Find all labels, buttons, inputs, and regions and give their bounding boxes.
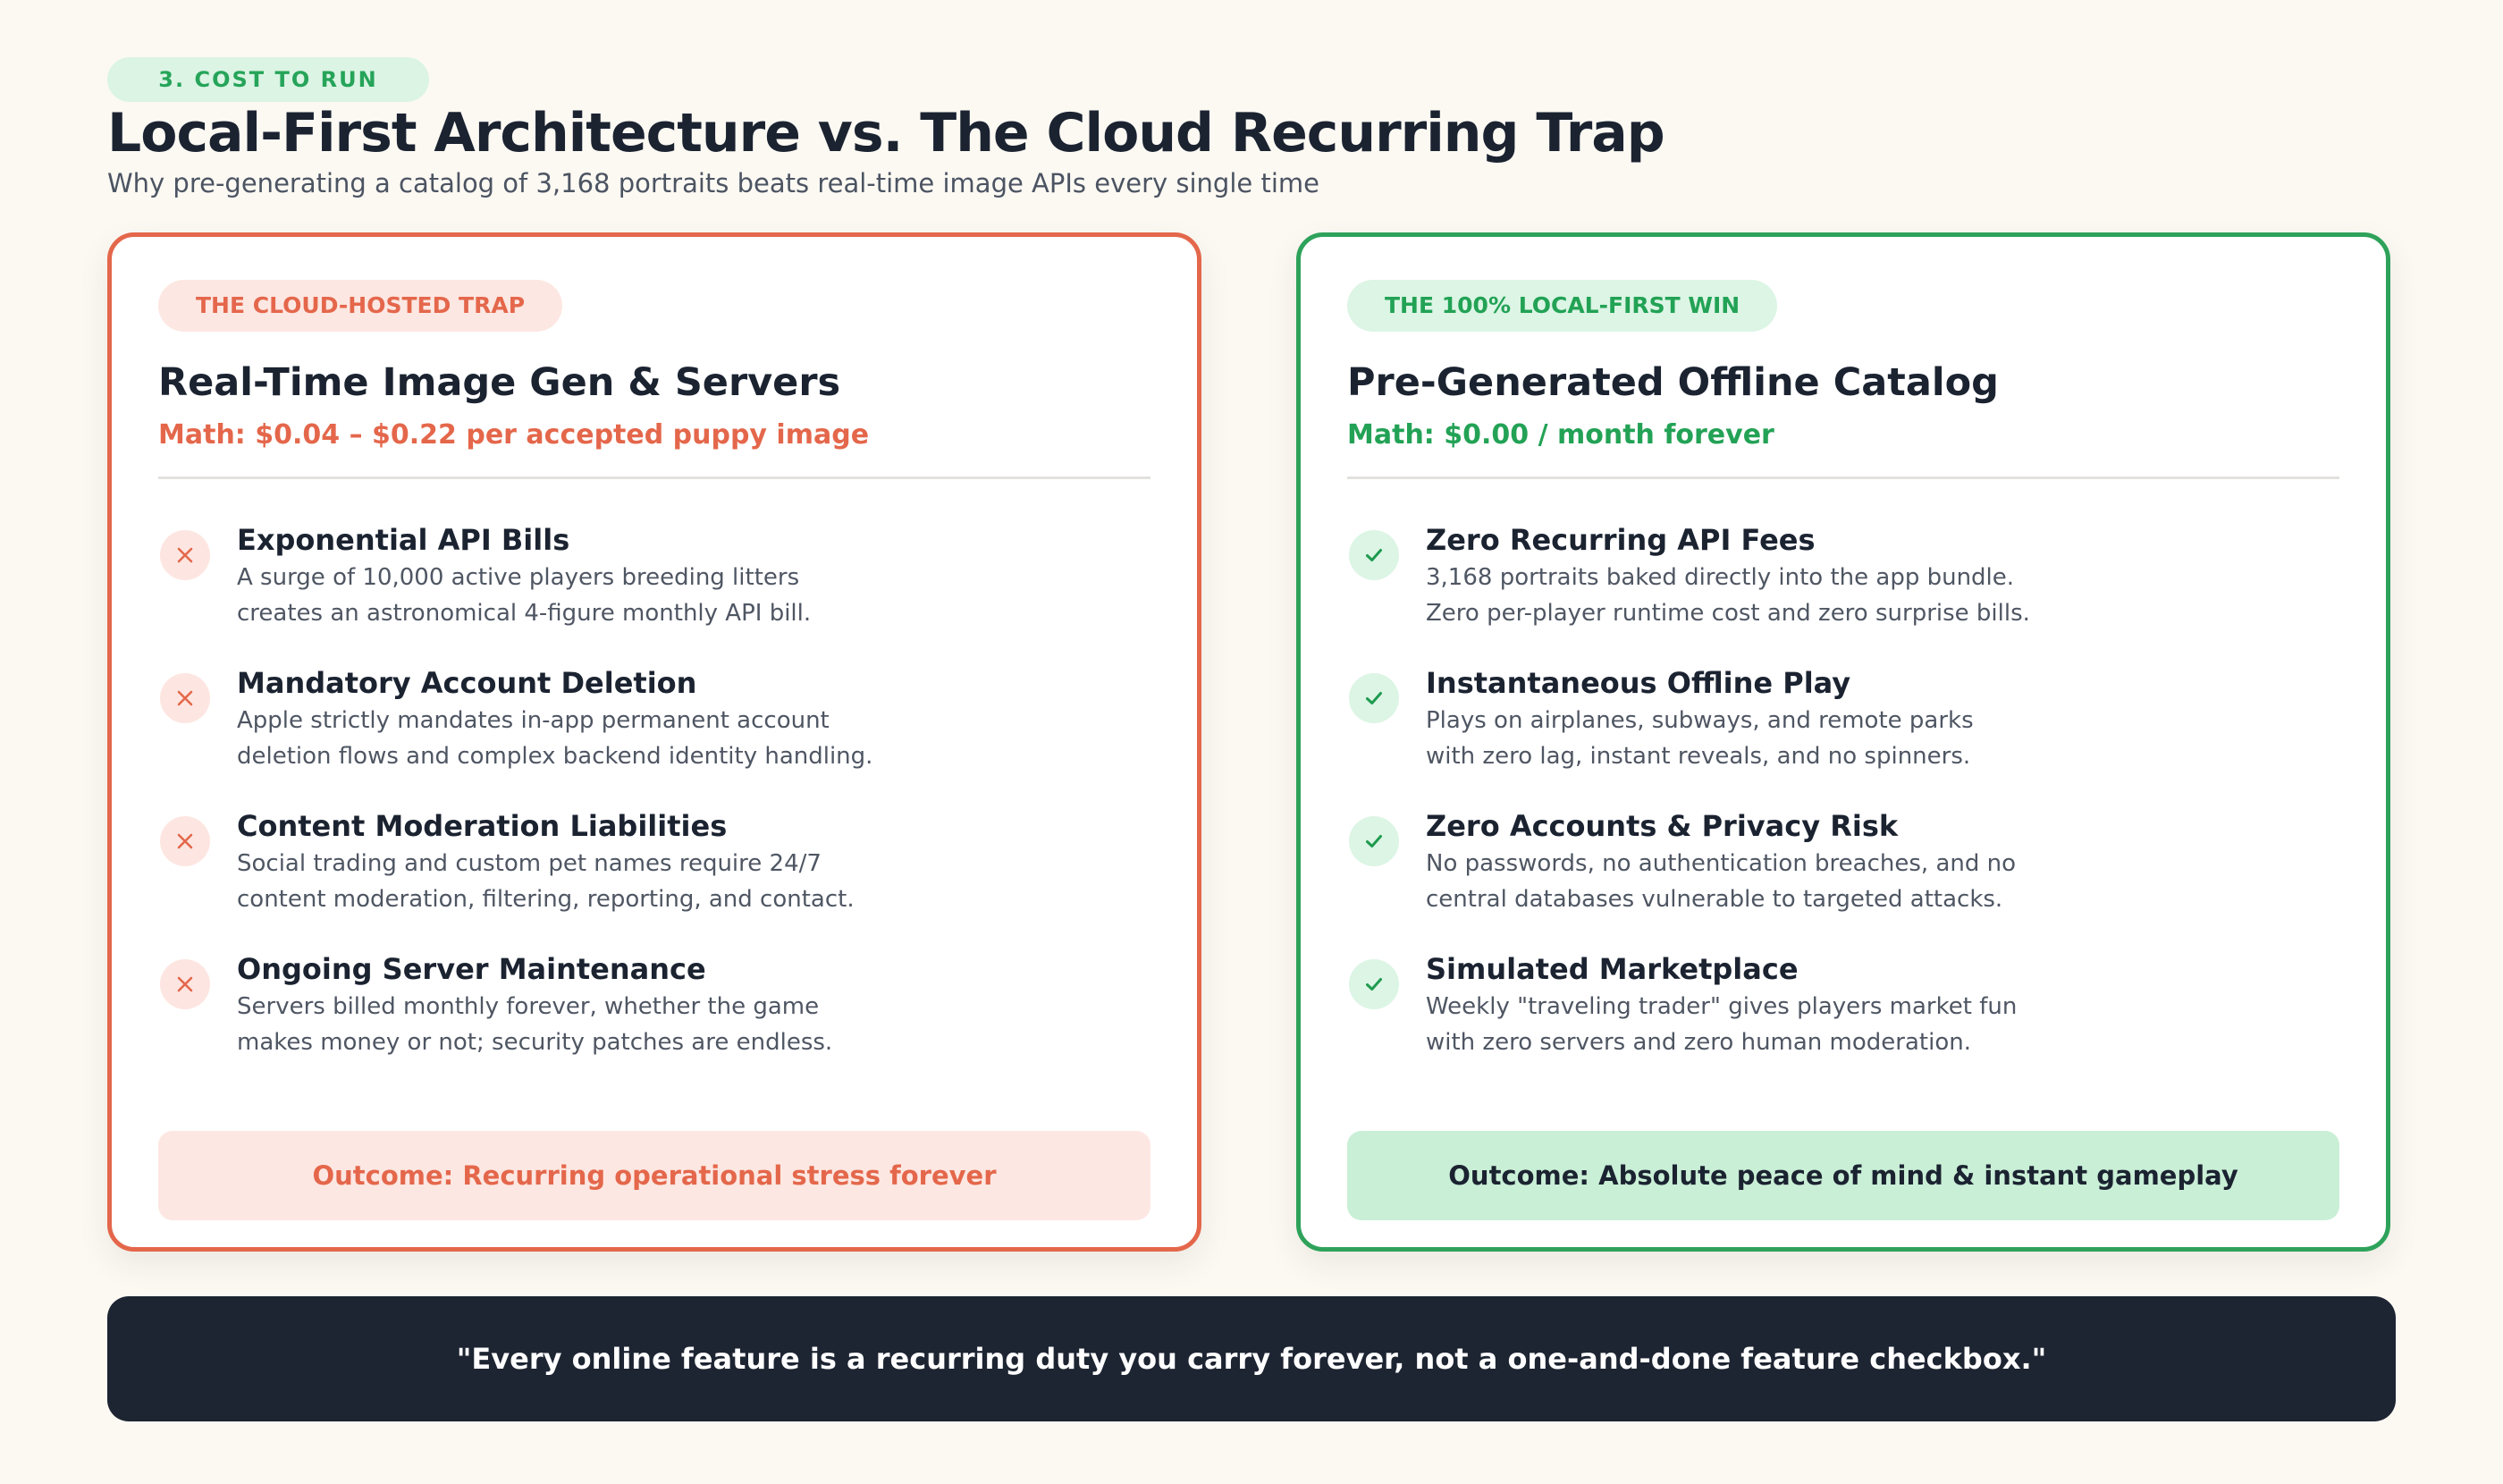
item-title: Mandatory Account Deletion: [237, 666, 697, 700]
item-description: Zero per-player runtime cost and zero su…: [1426, 600, 2030, 627]
item-description: content moderation, filtering, reporting…: [237, 886, 855, 913]
card-divider: [1347, 476, 2339, 479]
cloud-trap-math: Math: $0.04 – $0.22 per accepted puppy i…: [158, 419, 870, 451]
cloud-trap-heading: Real-Time Image Gen & Servers: [158, 360, 841, 405]
item-title: Exponential API Bills: [237, 523, 570, 557]
close-icon: [160, 530, 210, 580]
section-label-badge: 3. COST TO RUN: [107, 57, 429, 102]
check-icon: [1349, 673, 1399, 723]
check-icon: [1349, 816, 1399, 866]
local-first-heading: Pre-Generated Offline Catalog: [1347, 360, 1999, 405]
local-first-item: Zero Recurring API Fees 3,168 portraits …: [1347, 523, 2295, 657]
item-description: Plays on airplanes, subways, and remote …: [1426, 707, 1974, 734]
comparison-page: 3. COST TO RUN Local-First Architecture …: [107, 57, 2396, 1434]
close-icon: [160, 959, 210, 1009]
item-description: Servers billed monthly forever, whether …: [237, 993, 820, 1020]
check-icon: [1349, 959, 1399, 1009]
item-description: central databases vulnerable to targeted…: [1426, 886, 2003, 913]
cloud-trap-item: Exponential API Bills A surge of 10,000 …: [158, 523, 1106, 657]
item-description: with zero lag, instant reveals, and no s…: [1426, 743, 1971, 770]
item-title: Ongoing Server Maintenance: [237, 952, 706, 986]
page-subtitle: Why pre-generating a catalog of 3,168 po…: [107, 168, 1319, 198]
cloud-trap-tag: THE CLOUD-HOSTED TRAP: [158, 280, 563, 332]
item-description: No passwords, no authentication breaches…: [1426, 850, 2017, 877]
local-first-math: Math: $0.00 / month forever: [1347, 419, 1774, 451]
local-first-card: THE 100% LOCAL-FIRST WIN Pre-Generated O…: [1296, 232, 2390, 1252]
local-first-item: Instantaneous Offline Play Plays on airp…: [1347, 666, 2295, 800]
item-title: Zero Accounts & Privacy Risk: [1426, 809, 1899, 843]
cloud-trap-item: Content Moderation Liabilities Social tr…: [158, 809, 1106, 943]
quote-banner: "Every online feature is a recurring dut…: [107, 1296, 2396, 1421]
check-icon: [1349, 530, 1399, 580]
close-icon: [160, 816, 210, 866]
cloud-trap-item: Ongoing Server Maintenance Servers bille…: [158, 952, 1106, 1086]
item-title: Zero Recurring API Fees: [1426, 523, 1816, 557]
item-description: makes money or not; security patches are…: [237, 1029, 833, 1056]
item-title: Content Moderation Liabilities: [237, 809, 728, 843]
card-divider: [158, 476, 1150, 479]
item-description: Social trading and custom pet names requ…: [237, 850, 822, 877]
item-description: Weekly "traveling trader" gives players …: [1426, 993, 2018, 1020]
cloud-trap-outcome: Outcome: Recurring operational stress fo…: [158, 1131, 1150, 1220]
local-first-tag: THE 100% LOCAL-FIRST WIN: [1347, 280, 1778, 332]
cloud-trap-card: THE CLOUD-HOSTED TRAP Real-Time Image Ge…: [107, 232, 1201, 1252]
page-title: Local-First Architecture vs. The Cloud R…: [107, 102, 1665, 164]
item-description: 3,168 portraits baked directly into the …: [1426, 564, 2015, 591]
local-first-outcome: Outcome: Absolute peace of mind & instan…: [1347, 1131, 2339, 1220]
local-first-item: Simulated Marketplace Weekly "traveling …: [1347, 952, 2295, 1086]
cloud-trap-item: Mandatory Account Deletion Apple strictl…: [158, 666, 1106, 800]
item-description: deletion flows and complex backend ident…: [237, 743, 873, 770]
item-title: Instantaneous Offline Play: [1426, 666, 1851, 700]
local-first-item: Zero Accounts & Privacy Risk No password…: [1347, 809, 2295, 943]
item-description: Apple strictly mandates in-app permanent…: [237, 707, 830, 734]
item-description: A surge of 10,000 active players breedin…: [237, 564, 800, 591]
item-description: creates an astronomical 4-figure monthly…: [237, 600, 812, 627]
item-description: with zero servers and zero human moderat…: [1426, 1029, 1971, 1056]
item-title: Simulated Marketplace: [1426, 952, 1799, 986]
close-icon: [160, 673, 210, 723]
